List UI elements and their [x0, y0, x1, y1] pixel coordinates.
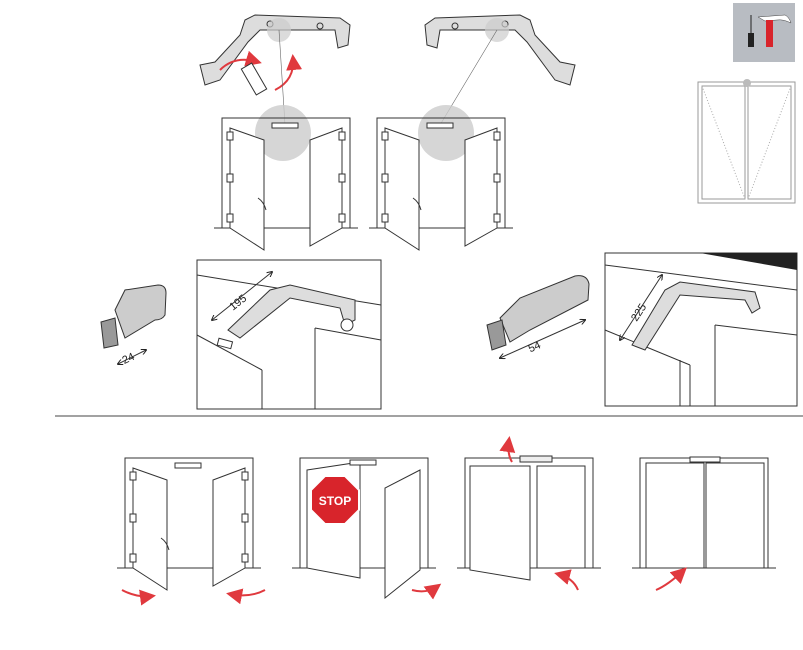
closing-step-1: [117, 458, 266, 606]
dimension-24: 24: [120, 351, 136, 367]
mounting-detail-left: 195: [196, 259, 382, 410]
closer-arm-left-detail: [199, 14, 351, 126]
closing-step-4: [632, 456, 776, 591]
closing-step-3: [457, 436, 601, 591]
closing-step-2: STOP: [292, 457, 442, 600]
double-door-overview-icon: [697, 79, 796, 204]
closer-cover-right: 54: [486, 275, 590, 358]
screwdriver-icon: [240, 62, 268, 96]
dimension-54: 54: [527, 339, 543, 355]
screwdriver-icon: [748, 15, 754, 47]
door-scene-top-right: [369, 105, 513, 250]
hammer-icon: [757, 14, 792, 47]
svg-text:STOP: STOP: [319, 494, 351, 508]
door-scene-top-left: [214, 105, 358, 250]
tools-badge: [733, 3, 795, 62]
closer-cover-left: 24: [100, 284, 167, 367]
stop-sign: STOP: [310, 475, 360, 525]
mounting-detail-right: 225: [604, 252, 798, 407]
